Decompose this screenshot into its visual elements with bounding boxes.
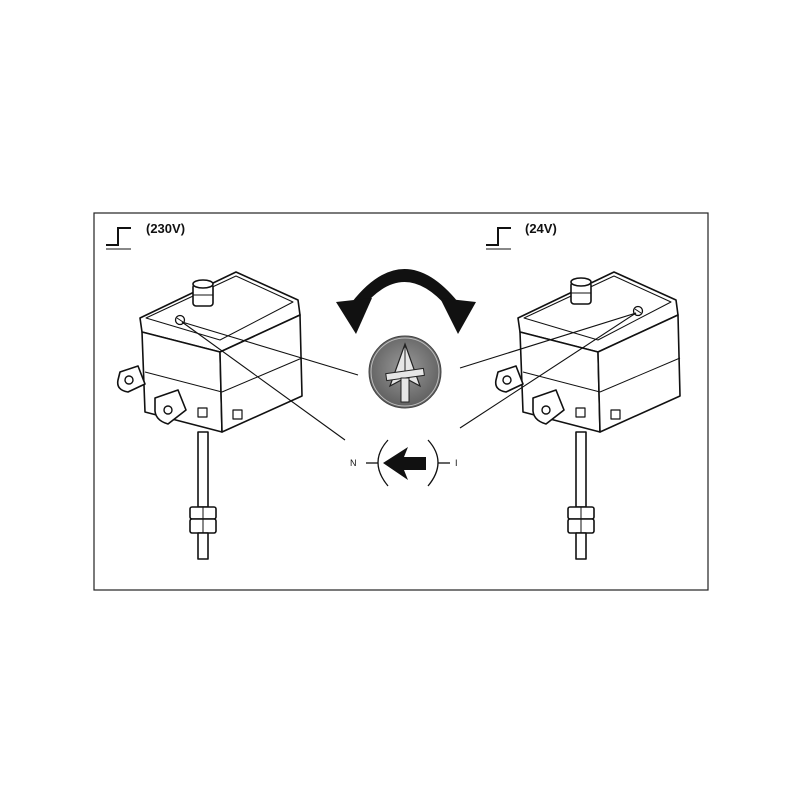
left-thermostat-device (116, 271, 303, 560)
scale-label-n: N (350, 458, 357, 468)
right-thermostat-device (494, 271, 681, 560)
left-voltage-label: (230V) (146, 221, 185, 236)
left-step-signal-icon (106, 227, 131, 250)
screwdriver-adjust-icon (368, 335, 442, 409)
right-step-signal-icon (486, 227, 511, 250)
direction-scale (366, 439, 450, 487)
right-voltage-label: (24V) (525, 221, 557, 236)
leader-lines (181, 312, 637, 441)
scale-label-i: I (455, 458, 458, 468)
left-arrow-icon (383, 447, 426, 480)
curved-double-arrow-icon (336, 269, 476, 334)
